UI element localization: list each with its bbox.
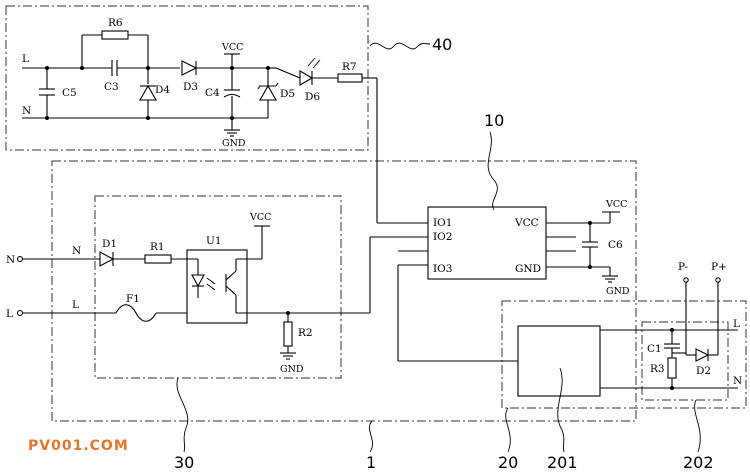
line-N-label: N: [72, 245, 81, 257]
R1-label: R1: [150, 241, 165, 253]
mcu-IO1-label: IO1: [433, 217, 452, 229]
block-20-boundary: [501, 300, 747, 409]
ref-30: 30: [174, 453, 194, 472]
cap-GND-label: GND: [606, 286, 630, 297]
mcu-10: IO1 IO2 IO3 VCC GND: [397, 206, 610, 362]
C4-label: C4: [205, 87, 220, 99]
ref-1: 1: [366, 453, 376, 472]
R7-label: R7: [342, 61, 357, 73]
U1-label: U1: [206, 235, 222, 247]
C5-label: C5: [62, 87, 77, 99]
block40-VCC-label: VCC: [221, 42, 243, 53]
block-1-boundary: [51, 160, 637, 422]
block40-L-label: L: [22, 53, 29, 65]
input-L-label: L: [6, 308, 13, 320]
ref-40: 40: [432, 35, 452, 54]
block-202-boundary: [641, 321, 729, 401]
D4-label: D4: [155, 84, 170, 96]
P-plus-label: P+: [711, 261, 727, 273]
D2-label: D2: [696, 365, 711, 377]
decoupling-C6: VCC C6 GND: [582, 199, 630, 297]
mcu-IO3-label: IO3: [433, 263, 452, 275]
ref-10: 10: [484, 111, 504, 130]
out-N-label: N: [733, 375, 742, 387]
P-minus-label: P-: [678, 261, 688, 273]
D5-label: D5: [280, 88, 295, 100]
R6-label: R6: [108, 17, 123, 29]
block-30-boundary: [94, 195, 342, 379]
D1-label: D1: [102, 238, 117, 250]
block-20: L N P- P+ D2 C1 R3: [517, 261, 742, 397]
ref-20: 20: [498, 453, 518, 472]
ref-202: 202: [683, 453, 714, 472]
F1-label: F1: [126, 293, 140, 305]
mcu-VCC-label: VCC: [514, 217, 539, 229]
out-L-label: L: [733, 318, 740, 330]
D3-label: D3: [183, 81, 198, 93]
C6-label: C6: [608, 239, 623, 251]
cap-VCC-label: VCC: [605, 199, 627, 210]
watermark: PV001.COM: [28, 438, 129, 454]
R3-label: R3: [650, 363, 665, 375]
block-40: L N C5 R6 C3 D4 D3: [22, 17, 428, 224]
C1-label: C1: [647, 343, 662, 355]
block-30: N N D1 R1 U1 VCC: [6, 212, 428, 375]
input-N-label: N: [6, 254, 15, 266]
R2-label: R2: [298, 327, 313, 339]
block40-GND-label: GND: [222, 138, 246, 149]
block30-VCC-label: VCC: [249, 212, 271, 223]
block40-N-label: N: [22, 105, 31, 117]
module-201: [517, 325, 601, 397]
block30-GND-label: GND: [280, 364, 304, 375]
optocoupler-U1: [186, 249, 248, 324]
mcu-GND-label: GND: [515, 263, 541, 275]
mcu-chip: [427, 206, 547, 280]
line-L-label: L: [72, 299, 79, 311]
C3-label: C3: [104, 81, 119, 93]
D6-label: D6: [305, 91, 320, 103]
ref-201: 201: [547, 453, 578, 472]
mcu-IO2-label: IO2: [433, 231, 452, 243]
